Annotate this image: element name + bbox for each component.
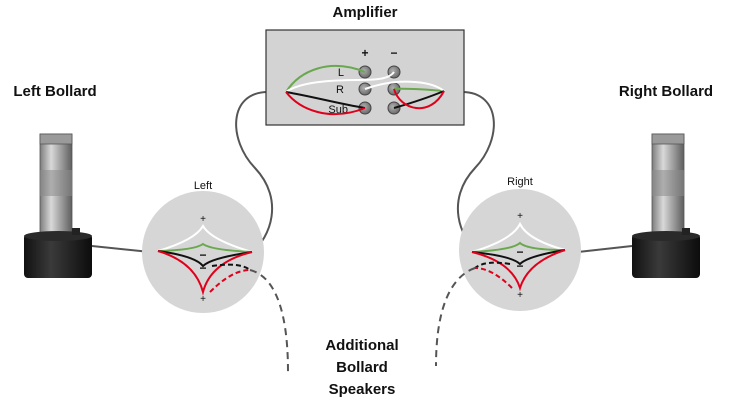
left-white-wire xyxy=(157,223,253,253)
right-dashed-black-wire xyxy=(474,261,511,269)
right-sign-minus-1: − xyxy=(516,245,523,259)
left-sign-bottom-plus: + xyxy=(200,294,206,305)
left-black-wire xyxy=(157,250,253,268)
amp-red-wire xyxy=(285,91,366,116)
right-dashed-red-wire xyxy=(474,267,513,289)
left-bollard-cable xyxy=(91,245,151,253)
amp-green-wire-right xyxy=(393,87,445,92)
right-sign-minus-2: − xyxy=(516,259,523,273)
right-bollard-cable xyxy=(577,245,633,253)
left-bollard xyxy=(24,133,92,278)
left-sign-minus-1: − xyxy=(199,248,206,262)
left-red-wire xyxy=(157,250,253,296)
right-sign-bottom-plus: + xyxy=(517,290,523,301)
amp-minus-label: − xyxy=(390,46,397,60)
right-red-wire xyxy=(471,249,566,292)
left-connector: Left + − − + xyxy=(142,180,264,313)
right-white-wire xyxy=(471,221,566,253)
right-green-wire xyxy=(471,241,566,253)
right-connector: Right + − − + xyxy=(459,176,581,311)
amp-white-wire xyxy=(285,71,395,93)
amp-red-wire-right xyxy=(393,88,445,110)
left-dashed-red-wire xyxy=(209,269,251,293)
additional-line-3: Speakers xyxy=(329,381,396,398)
left-green-wire xyxy=(157,242,253,253)
amp-channel-r: R xyxy=(336,84,344,96)
amplifier-panel: + − L R Sub xyxy=(265,29,465,126)
additional-line-1: Additional xyxy=(325,337,398,354)
left-additional-cable xyxy=(249,269,289,373)
amp-plus-label: + xyxy=(361,46,368,60)
left-connector-label: Left xyxy=(194,180,212,192)
additional-line-2: Bollard xyxy=(336,359,388,376)
right-bollard xyxy=(632,133,700,278)
amp-black-wire xyxy=(285,91,366,109)
right-black-wire xyxy=(471,249,566,266)
amplifier-title: Amplifier xyxy=(332,4,397,21)
left-sign-top-plus: + xyxy=(200,214,206,225)
right-connector-label: Right xyxy=(507,176,533,188)
right-bollard-label: Right Bollard xyxy=(619,83,713,100)
left-bollard-label: Left Bollard xyxy=(13,83,96,100)
left-sign-minus-2: − xyxy=(199,261,206,275)
amp-channel-l: L xyxy=(338,67,344,79)
right-sign-top-plus: + xyxy=(517,211,523,222)
right-additional-cable xyxy=(435,267,476,367)
left-dashed-black-wire xyxy=(211,263,251,271)
amp-black-wire-right xyxy=(393,90,445,109)
amp-green-wire xyxy=(285,64,366,93)
amp-white-wire-right xyxy=(364,80,445,92)
amp-to-left-cable xyxy=(235,91,273,253)
